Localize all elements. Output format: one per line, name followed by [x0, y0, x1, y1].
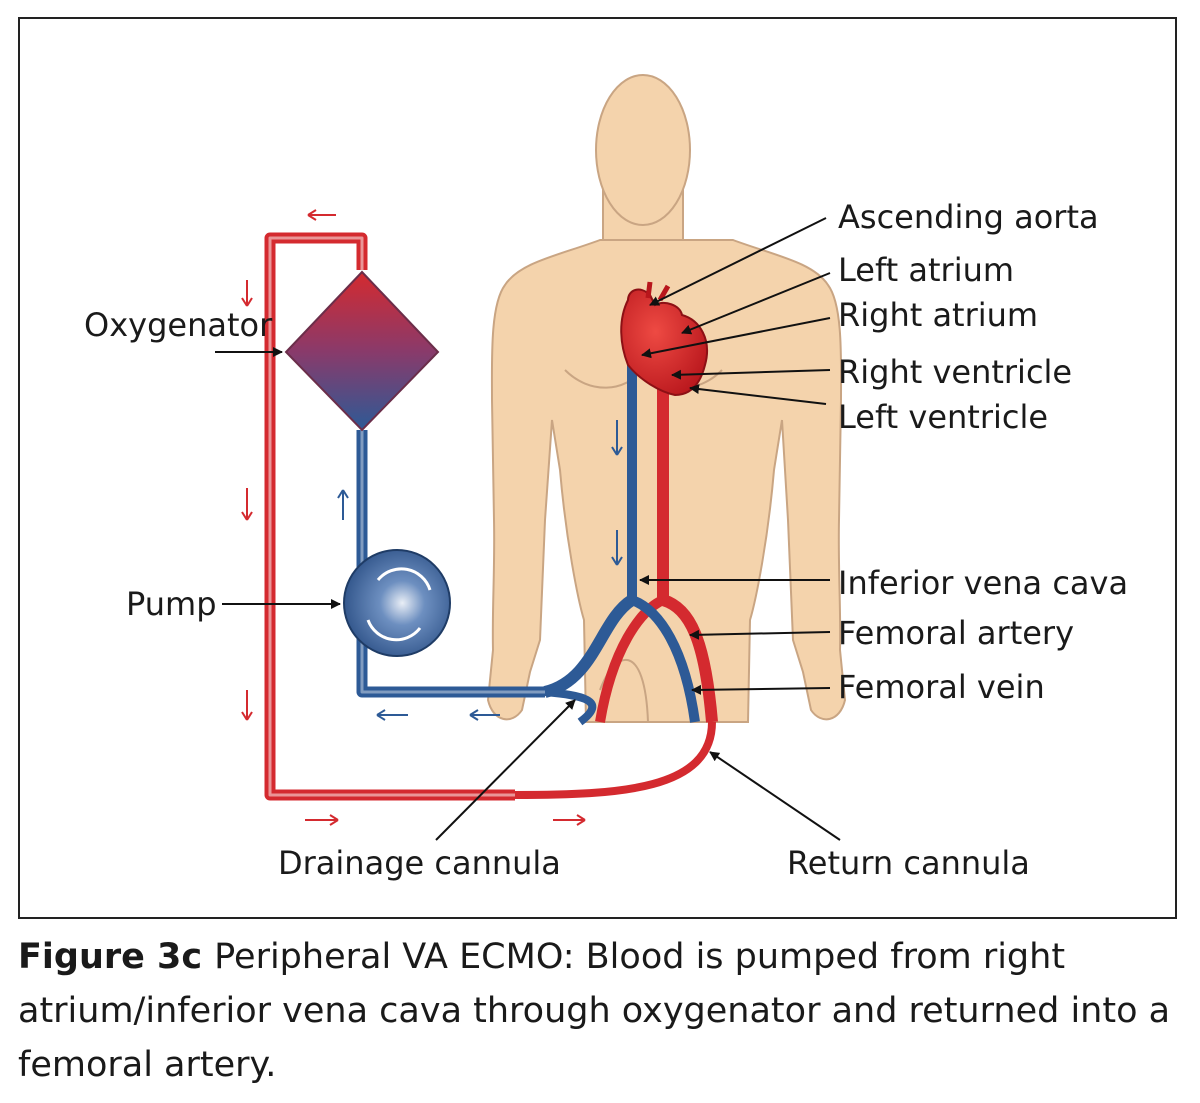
arrow-up-icon [337, 489, 349, 520]
label-left-atrium: Left atrium [838, 251, 1014, 289]
label-left-ventricle: Left ventricle [838, 398, 1048, 436]
label-drainage-cannula: Drainage cannula [278, 844, 561, 882]
label-pump: Pump [126, 585, 217, 623]
arrow-down-icon [611, 420, 623, 456]
ecmo-diagram: Oxygenator Pump Ascending aorta Left atr… [84, 74, 1128, 882]
label-oxygenator: Oxygenator [84, 306, 273, 344]
label-femoral-artery: Femoral artery [838, 614, 1074, 652]
arrow-down-icon [241, 280, 253, 307]
label-return-cannula: Return cannula [787, 844, 1030, 882]
caption-text: Peripheral VA ECMO: Blood is pumped from… [18, 937, 1171, 1085]
arrow-left-icon [469, 709, 500, 721]
leader-lines [215, 217, 841, 841]
label-ascending-aorta: Ascending aorta [838, 198, 1099, 236]
label-right-atrium: Right atrium [838, 296, 1038, 334]
oxygenator-device [284, 270, 440, 432]
label-femoral-vein: Femoral vein [838, 668, 1045, 706]
label-right-ventricle: Right ventricle [838, 353, 1072, 391]
labels: Oxygenator Pump Ascending aorta Left atr… [84, 198, 1128, 882]
caption-label: Figure 3c [18, 937, 203, 977]
arrow-right-icon [305, 814, 339, 826]
vessels [543, 360, 718, 726]
arrow-left-icon [307, 209, 336, 221]
ecmo-circuit [264, 232, 716, 801]
arrow-down-icon [241, 690, 253, 721]
arrow-down-icon [611, 530, 623, 566]
arrow-right-icon [553, 814, 586, 826]
arrow-down-icon [241, 488, 253, 521]
arrow-left-icon [376, 709, 408, 721]
label-inferior-vena-cava: Inferior vena cava [838, 564, 1128, 602]
flow-arrows [241, 209, 623, 826]
